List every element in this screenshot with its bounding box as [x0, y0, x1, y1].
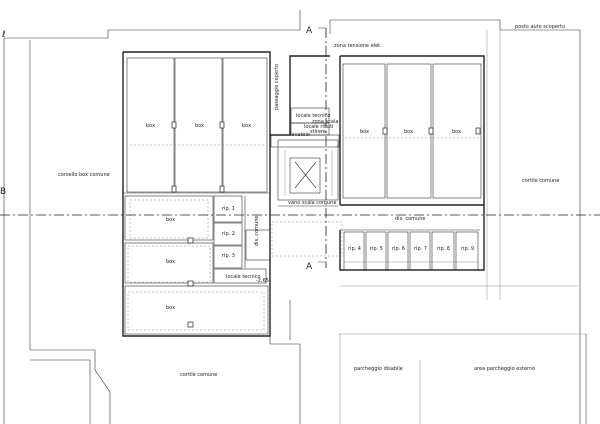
label-cortile-right: cortile comune [522, 178, 559, 184]
level-tag: -2.65 [256, 278, 269, 284]
storage-label: rip. 3 [222, 253, 235, 259]
section-lines [0, 27, 600, 268]
box-label: box [195, 123, 204, 129]
section-mark-bottom: A [306, 262, 313, 272]
storage-label: rip. 7 [414, 246, 427, 252]
label-dis-comune-left: dis. comune [254, 216, 260, 246]
storage-right [343, 231, 479, 271]
box-label: box [242, 123, 251, 129]
box-label: box [146, 123, 155, 129]
storage-label: rip. 4 [348, 246, 361, 252]
boxes-top-left [126, 57, 268, 193]
box-label: box [360, 129, 369, 135]
label-vano-scala: vano scala comune [288, 200, 336, 206]
site-boundary [3, 10, 587, 424]
label-parcheggio-disabile: parcheggio disabile [354, 366, 403, 372]
box-label: box [166, 217, 175, 223]
storage-label: rip. 9 [461, 246, 474, 252]
boxes-top-right [342, 63, 482, 199]
section-mark-left: B [0, 187, 6, 197]
label-passaggio: passaggio coperto [274, 64, 280, 110]
corner-mark: ℓ [1, 30, 6, 40]
label-zona-scala: zona scala [312, 119, 338, 125]
label-locale-tecnico-top: locale tecnico [296, 113, 330, 119]
label-dis-comune-right: dis. comune [395, 216, 425, 222]
box-label: box [166, 305, 175, 311]
label-locale-tecnico-bottom: locale tecnico [226, 274, 260, 280]
label-cortile-bottom: cortile comune [180, 372, 217, 378]
boxes-left [124, 195, 269, 335]
box-label: box [404, 129, 413, 135]
storage-label: rip. 1 [222, 206, 235, 212]
label-stirere: stirere [310, 129, 326, 135]
storage-label: rip. 2 [222, 231, 235, 237]
label-zona-tensione: zona tensione elet. [334, 43, 382, 49]
label-posto-auto: posto auto scoperto [515, 24, 565, 30]
storage-label: rip. 8 [437, 246, 450, 252]
label-lavatoio: lavatoio [290, 132, 310, 138]
storage-label: rip. 6 [392, 246, 405, 252]
building-walls [122, 51, 485, 337]
label-locale-rifiuti: locale rifiuti [304, 124, 333, 130]
central-corridor [245, 221, 343, 261]
box-label: box [452, 129, 461, 135]
label-corsello-box: corsello box comune [58, 172, 110, 178]
service-rooms [270, 107, 340, 207]
box-label: box [166, 259, 175, 265]
section-mark-top: A [306, 26, 313, 36]
storage-label: rip. 5 [370, 246, 383, 252]
label-area-parcheggio: area parcheggio esterno [474, 366, 535, 372]
